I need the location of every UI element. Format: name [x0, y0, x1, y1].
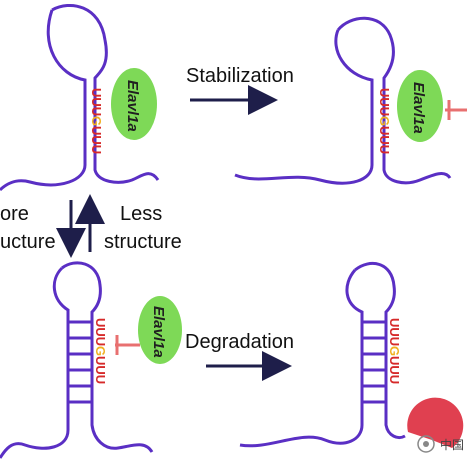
rna-strand — [51, 3, 160, 184]
less-structure-line2: structure — [104, 231, 182, 253]
stabilization-label: Stabilization — [186, 65, 294, 87]
panel-bottom-left: UUU G UUU Elavl1a — [0, 261, 182, 459]
less-structure-line1: Less — [120, 203, 162, 225]
panel-bottom-right: UUU G UUU — [239, 261, 464, 448]
more-structure-line1: ore — [0, 203, 29, 225]
svg-text:G: G — [93, 346, 108, 356]
elavl1a-protein — [397, 70, 443, 142]
elavl1a-protein — [111, 68, 157, 140]
elavl1a-label: Elavl1a — [410, 82, 427, 134]
svg-text:UUU: UUU — [93, 356, 108, 384]
watermark-text: 中国 — [440, 437, 464, 452]
equilibrium-arrows — [56, 194, 105, 258]
more-structure-line2: ucture — [0, 231, 56, 253]
panel-top-left: UUU G UUU Elavl1a — [0, 3, 160, 192]
uu-motif: UUU G UUU — [89, 88, 104, 154]
rna-strand — [0, 9, 87, 192]
svg-text:G: G — [387, 346, 402, 356]
base-pairs — [362, 320, 386, 404]
svg-text:UUU: UUU — [93, 318, 108, 346]
svg-text:G: G — [377, 116, 392, 126]
elavl1a-label: Elavl1a — [150, 306, 167, 358]
svg-text:UUU: UUU — [377, 88, 392, 116]
rna-strand — [336, 16, 452, 185]
base-pairs — [68, 320, 92, 404]
rna-strand — [239, 269, 364, 448]
degradation-enzyme — [407, 397, 464, 448]
svg-text:G: G — [89, 116, 104, 126]
rna-strand — [0, 266, 70, 459]
svg-text:UUU: UUU — [89, 126, 104, 154]
svg-text:UUU: UUU — [89, 88, 104, 116]
rna-strand — [354, 261, 406, 440]
uu-motif: UUU G UUU — [387, 318, 402, 384]
svg-text:UUU: UUU — [377, 126, 392, 154]
degradation-label: Degradation — [185, 331, 294, 353]
svg-text:UUU: UUU — [387, 318, 402, 346]
uu-motif: UUU G UUU — [377, 88, 392, 154]
uu-motif: UUU G UUU — [93, 318, 108, 384]
watermark: 中国 — [417, 435, 464, 453]
rna-strand — [234, 29, 374, 185]
elavl1a-label: Elavl1a — [124, 80, 141, 132]
panel-top-right: UUU G UUU Elavl1a — [234, 16, 467, 185]
elavl1a-protein — [138, 296, 182, 364]
svg-text:UUU: UUU — [387, 356, 402, 384]
